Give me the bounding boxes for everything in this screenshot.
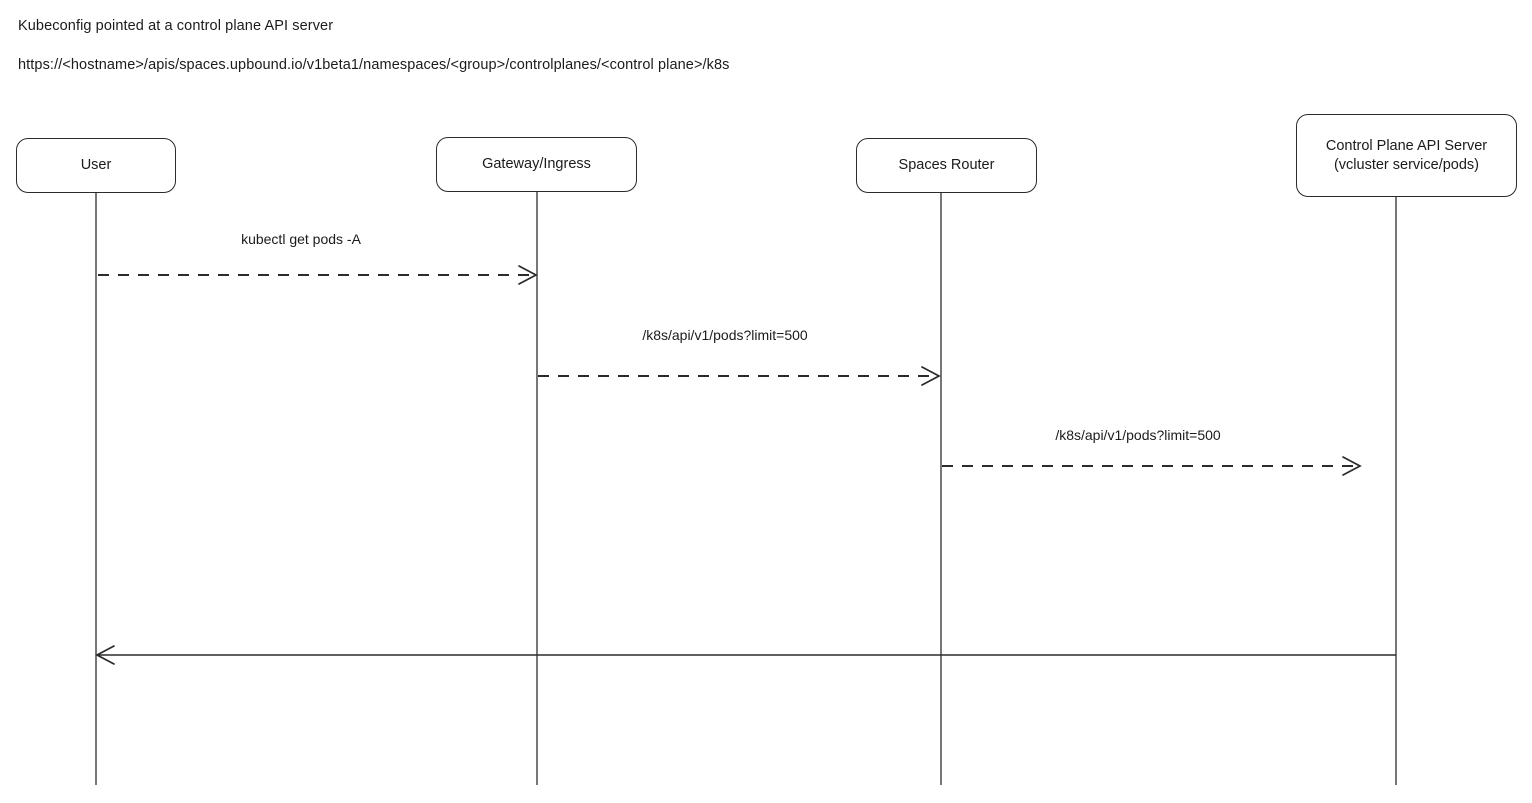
- message-label-m2: /k8s/api/v1/pods?limit=500: [642, 327, 808, 343]
- participant-label-line1-router: Spaces Router: [898, 157, 995, 173]
- participant-label-apiserver: Control Plane API Server (vcluster servic…: [1326, 137, 1487, 175]
- message-arrows-group: [95, 265, 1396, 665]
- arrowhead-m1: [518, 265, 538, 285]
- arrowhead-m2: [921, 366, 941, 386]
- participant-label-line1-gateway: Gateway/Ingress: [482, 156, 591, 172]
- participant-label-user: User: [81, 156, 112, 175]
- diagram-title: Kubeconfig pointed at a control plane AP…: [18, 18, 334, 34]
- participant-label-line1-apiserver: Control Plane API Server: [1325, 137, 1488, 154]
- participant-box-router[interactable]: Spaces Router: [856, 138, 1037, 193]
- participant-label-line1-user: User: [80, 157, 112, 173]
- participant-label-line2-apiserver: (vcluster service/pods): [1333, 156, 1480, 173]
- participant-label-gateway: Gateway/Ingress: [482, 155, 591, 174]
- participant-box-gateway[interactable]: Gateway/Ingress: [436, 137, 637, 192]
- participant-box-apiserver[interactable]: Control Plane API Server (vcluster servic…: [1296, 114, 1517, 197]
- message-label-m1: kubectl get pods -A: [241, 231, 361, 247]
- diagram-subtitle-url: https://<hostname>/apis/spaces.upbound.i…: [18, 57, 730, 73]
- message-m3-router-to-apiserver: [942, 456, 1362, 476]
- participant-box-user[interactable]: User: [16, 138, 176, 193]
- message-m2-gateway-to-router: [538, 366, 941, 386]
- message-m1-user-to-gateway: [98, 265, 538, 285]
- lifelines-group: [95, 192, 1397, 785]
- message-label-m3: /k8s/api/v1/pods?limit=500: [1055, 427, 1221, 443]
- message-m4-apiserver-to-user: [95, 645, 1396, 665]
- arrowhead-m4: [95, 645, 115, 665]
- participant-label-router: Spaces Router: [899, 156, 995, 175]
- arrowhead-m3: [1342, 456, 1362, 476]
